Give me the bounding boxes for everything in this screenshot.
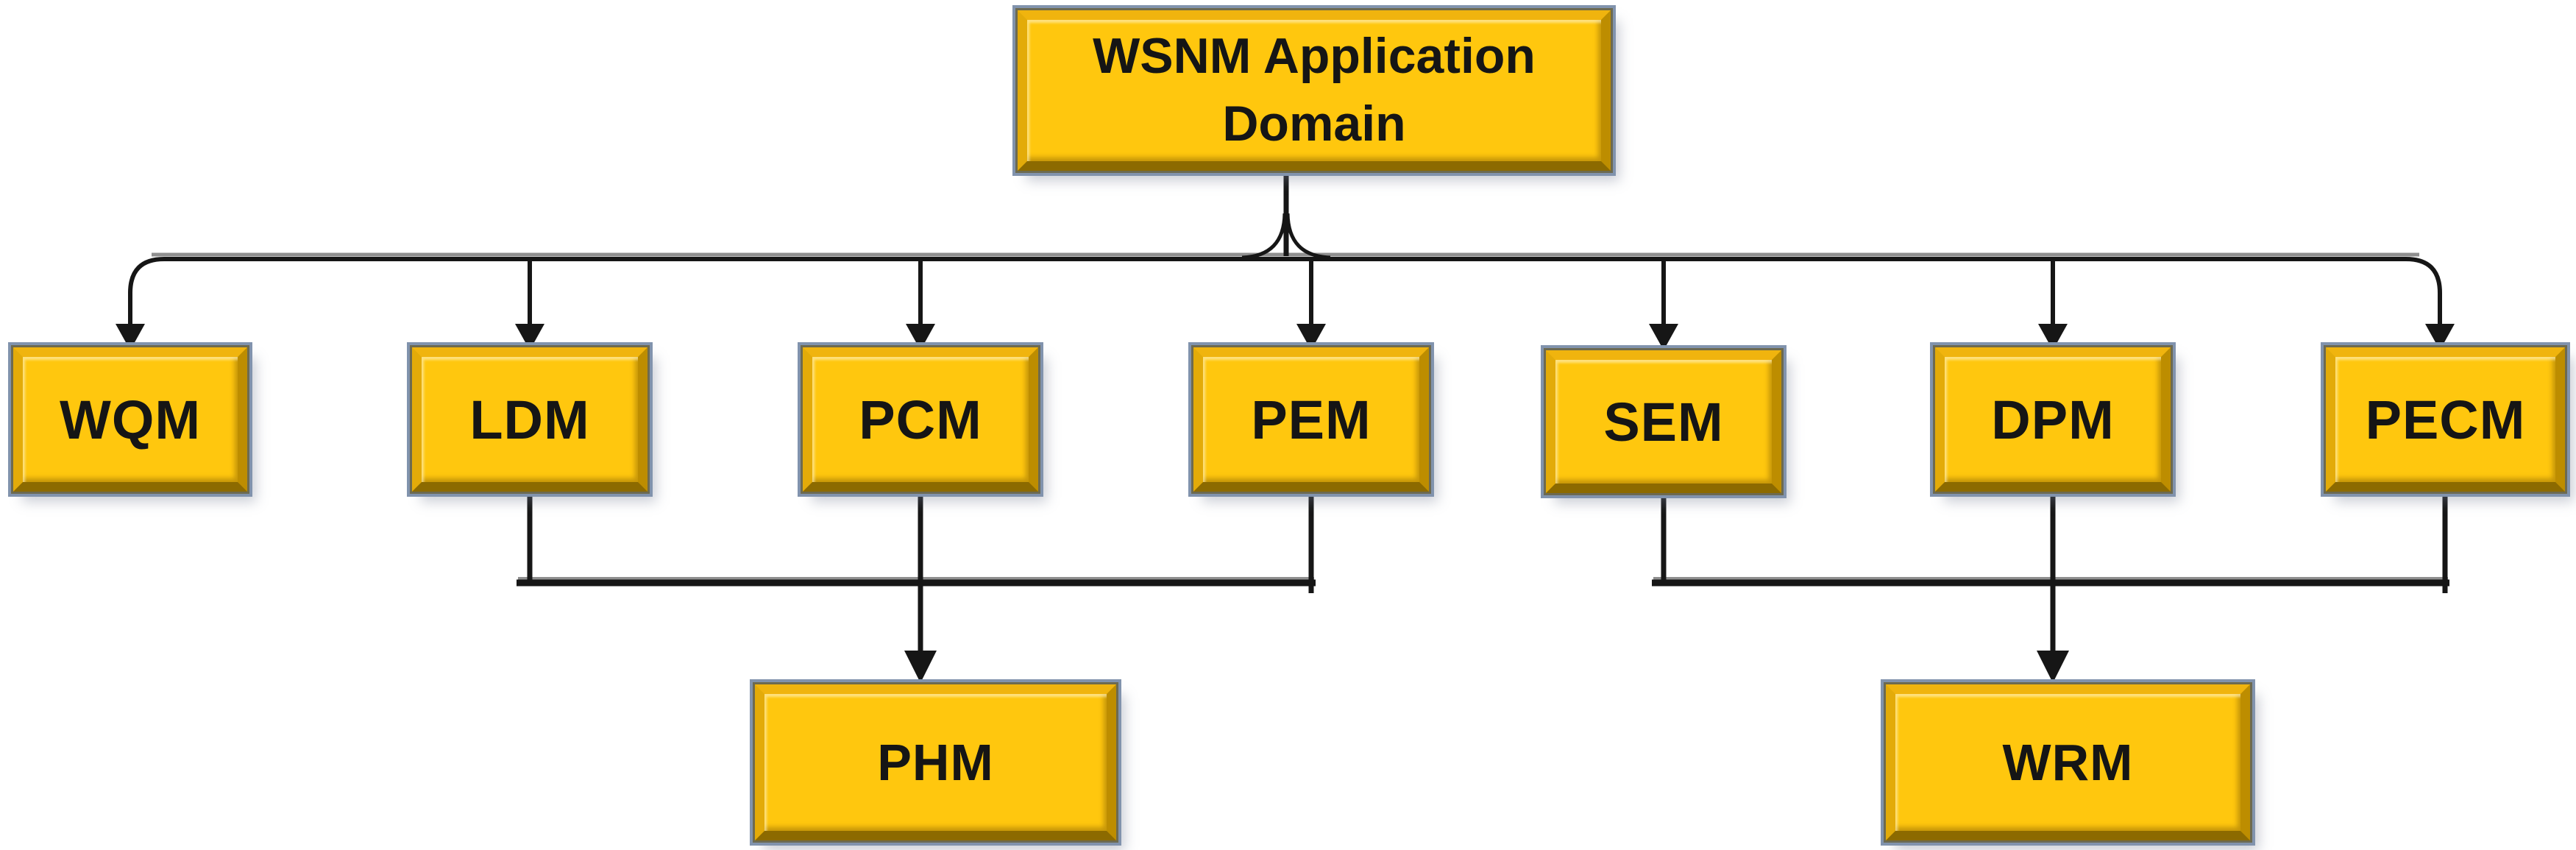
arrowhead-sem — [1649, 324, 1678, 350]
arrowhead-wqm — [116, 324, 145, 350]
arrowhead-pecm — [2425, 324, 2455, 350]
edge-sem-dpm-pecm-to-wrm — [1652, 493, 2449, 683]
node-label: PEM — [1251, 389, 1372, 450]
node-wqm: WQM — [13, 347, 247, 492]
node-sem: SEM — [1546, 350, 1781, 493]
node-wrm: WRM — [1886, 684, 2250, 840]
arrowhead-phm — [904, 651, 937, 683]
arrowhead-pem — [1296, 324, 1326, 350]
node-label: PCM — [859, 389, 982, 450]
node-label: PECM — [2365, 389, 2526, 450]
node-label: SEM — [1603, 391, 1724, 453]
node-label: WRM — [2002, 734, 2134, 791]
node-dpm: DPM — [1935, 347, 2171, 492]
node-ldm: LDM — [412, 347, 647, 492]
node-pcm: PCM — [803, 347, 1038, 492]
node-label: WQM — [59, 389, 202, 450]
node-wsnm-application-domain: WSNM Application Domain — [1018, 10, 1611, 171]
edge-root-to-children — [116, 171, 2455, 350]
edge-ldm-pcm-pem-to-phm — [517, 493, 1316, 683]
node-pem: PEM — [1193, 347, 1429, 492]
arrowhead-wrm — [2037, 651, 2069, 683]
node-label: DPM — [1991, 389, 2115, 450]
node-phm: PHM — [755, 684, 1116, 840]
node-label: LDM — [469, 389, 590, 450]
arrowhead-ldm — [515, 324, 544, 350]
node-pecm: PECM — [2326, 347, 2565, 492]
arrowhead-dpm — [2038, 324, 2068, 350]
node-label: WSNM Application Domain — [1093, 28, 1536, 152]
arrowhead-pcm — [906, 324, 935, 350]
node-label: PHM — [877, 734, 994, 791]
